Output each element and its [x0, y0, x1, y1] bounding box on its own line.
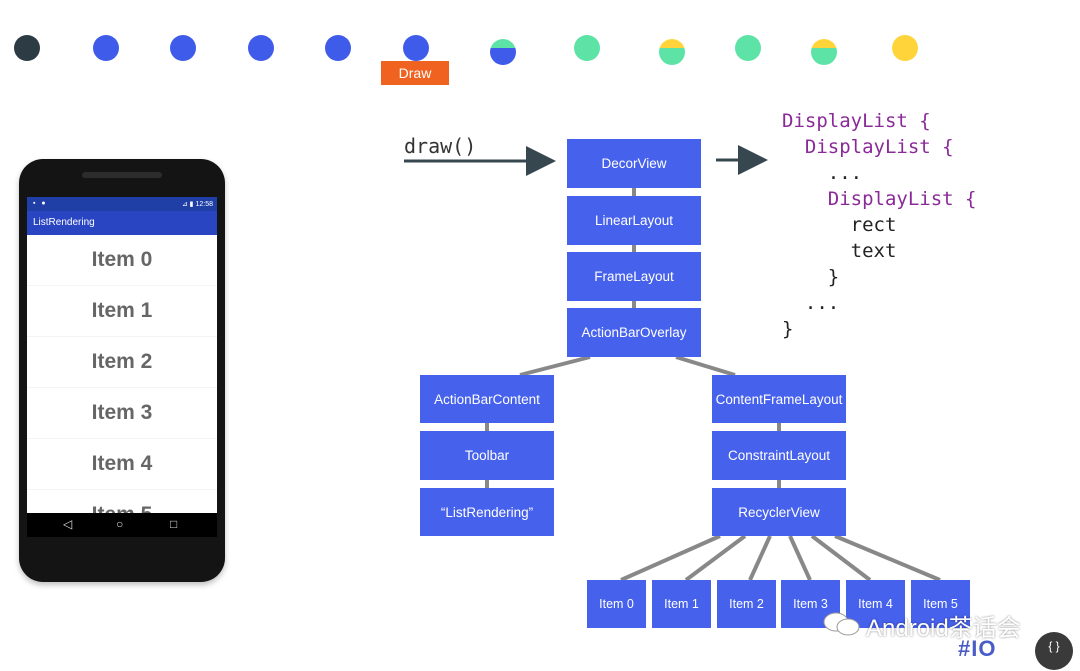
code-line: rect	[850, 214, 897, 236]
list-item[interactable]: Item 4	[27, 439, 217, 490]
linear-layout-node: LinearLayout	[567, 196, 701, 245]
code-line: DisplayList {	[804, 136, 954, 158]
code-line: DisplayList {	[827, 188, 977, 210]
nav-bar: ◁ ○ □	[27, 513, 217, 537]
progress-dot	[892, 35, 918, 61]
list-item[interactable]: Item 0	[27, 235, 217, 286]
decor-view-node: DecorView	[567, 139, 701, 188]
code-line: ...	[804, 292, 840, 314]
app-title: ListRendering	[27, 211, 217, 235]
recent-apps-icon[interactable]: □	[170, 517, 178, 531]
code-line: text	[850, 240, 897, 262]
phone-screen: ▪ ● ⊿ ▮ 12:58 ListRendering Item 0 Item …	[27, 197, 217, 537]
back-icon[interactable]: ◁	[63, 517, 73, 531]
draw-call-label: draw()	[404, 134, 477, 158]
item-node: Item 1	[652, 580, 711, 628]
list-rendering-node: “ListRendering”	[420, 488, 554, 536]
list-item[interactable]: Item 2	[27, 337, 217, 388]
progress-dot	[403, 35, 429, 61]
code-line: }	[827, 266, 840, 288]
draw-tag: Draw	[381, 61, 449, 85]
phone-speaker	[82, 172, 162, 178]
watermark-text: Android茶话会	[866, 615, 1021, 642]
android-badge-icon: { }	[1035, 632, 1073, 670]
progress-dot	[811, 39, 837, 65]
item-node: Item 0	[587, 580, 646, 628]
action-bar-content-node: ActionBarContent	[420, 375, 554, 423]
wechat-icon	[823, 612, 860, 636]
progress-dot	[735, 35, 761, 61]
constraint-layout-node: ConstraintLayout	[712, 431, 846, 480]
frame-layout-node: FrameLayout	[567, 252, 701, 301]
progress-dot	[659, 39, 685, 65]
status-bar: ▪ ● ⊿ ▮ 12:58	[27, 197, 217, 211]
recycler-view-node: RecyclerView	[712, 488, 846, 536]
toolbar-node: Toolbar	[420, 431, 554, 480]
progress-dot	[14, 35, 40, 61]
progress-dot	[490, 39, 516, 65]
display-list-code: DisplayList { DisplayList { ... DisplayL…	[782, 108, 976, 342]
item-node: Item 5	[911, 580, 970, 628]
content-frame-layout-node: ContentFrameLayout	[712, 375, 846, 423]
progress-dot	[93, 35, 119, 61]
status-icons-left: ▪ ●	[33, 200, 48, 207]
phone-mockup: ▪ ● ⊿ ▮ 12:58 ListRendering Item 0 Item …	[19, 159, 225, 582]
list-item[interactable]: Item 1	[27, 286, 217, 337]
action-bar-overlay-node: ActionBarOverlay	[567, 308, 701, 357]
code-line: ...	[827, 162, 863, 184]
progress-dot	[325, 35, 351, 61]
io-logo: #IO	[958, 636, 997, 661]
status-icons-right: ⊿ ▮ 12:58	[181, 201, 213, 208]
progress-dot	[248, 35, 274, 61]
home-icon[interactable]: ○	[116, 517, 124, 531]
item-node: Item 2	[717, 580, 776, 628]
list-item[interactable]: Item 3	[27, 388, 217, 439]
progress-dot	[574, 35, 600, 61]
code-line: DisplayList {	[782, 110, 931, 132]
item-node: Item 4	[846, 580, 905, 628]
progress-dot	[170, 35, 196, 61]
code-line: }	[782, 318, 794, 340]
